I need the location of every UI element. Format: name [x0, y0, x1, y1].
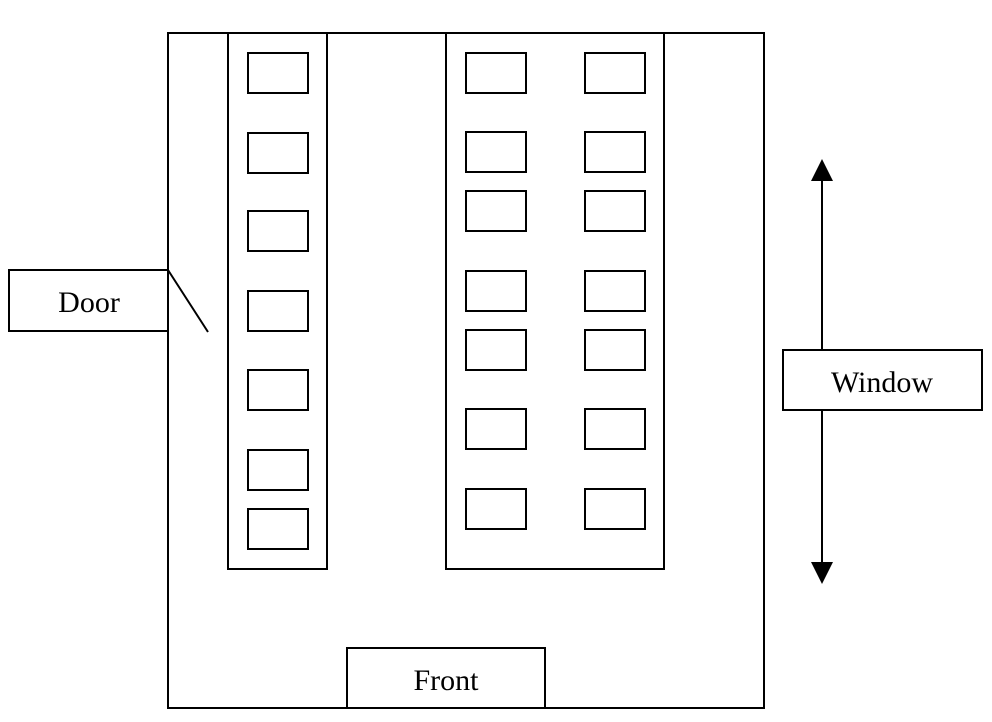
- right-desk-r2-c2: [584, 131, 646, 173]
- window-label-text: Window: [831, 366, 933, 399]
- right-desk-r5-c2: [584, 329, 646, 371]
- front-label-text: Front: [413, 664, 479, 697]
- right-desk-block: [445, 32, 665, 570]
- right-desk-r3-c2: [584, 190, 646, 232]
- left-desk-column: [227, 32, 328, 570]
- right-desk-r1-c1: [465, 52, 527, 94]
- right-desk-r6-c2: [584, 408, 646, 450]
- right-desk-r5-c1: [465, 329, 527, 371]
- right-desk-r4-c2: [584, 270, 646, 312]
- right-desk-r6-c1: [465, 408, 527, 450]
- door-label-text: Door: [58, 286, 120, 319]
- right-desk-r1-c2: [584, 52, 646, 94]
- right-desk-r3-c1: [465, 190, 527, 232]
- door-label-box: [8, 269, 169, 332]
- left-desk-6: [247, 449, 309, 491]
- right-desk-r7-c2: [584, 488, 646, 530]
- front-label: Front: [346, 647, 546, 709]
- right-desk-r4-c1: [465, 270, 527, 312]
- left-desk-7: [247, 508, 309, 550]
- window-label: Window: [782, 349, 983, 411]
- left-desk-2: [247, 132, 309, 174]
- left-desk-1: [247, 52, 309, 94]
- door-label: Door: [8, 269, 169, 332]
- desks-group: [247, 52, 646, 550]
- door-swing-line: [167, 269, 209, 333]
- right-desk-r7-c1: [465, 488, 527, 530]
- left-desk-3: [247, 210, 309, 252]
- left-desk-4: [247, 290, 309, 332]
- left-desk-5: [247, 369, 309, 411]
- right-desk-r2-c1: [465, 131, 527, 173]
- window-label-box: [782, 349, 983, 411]
- front-label-box: [346, 647, 546, 709]
